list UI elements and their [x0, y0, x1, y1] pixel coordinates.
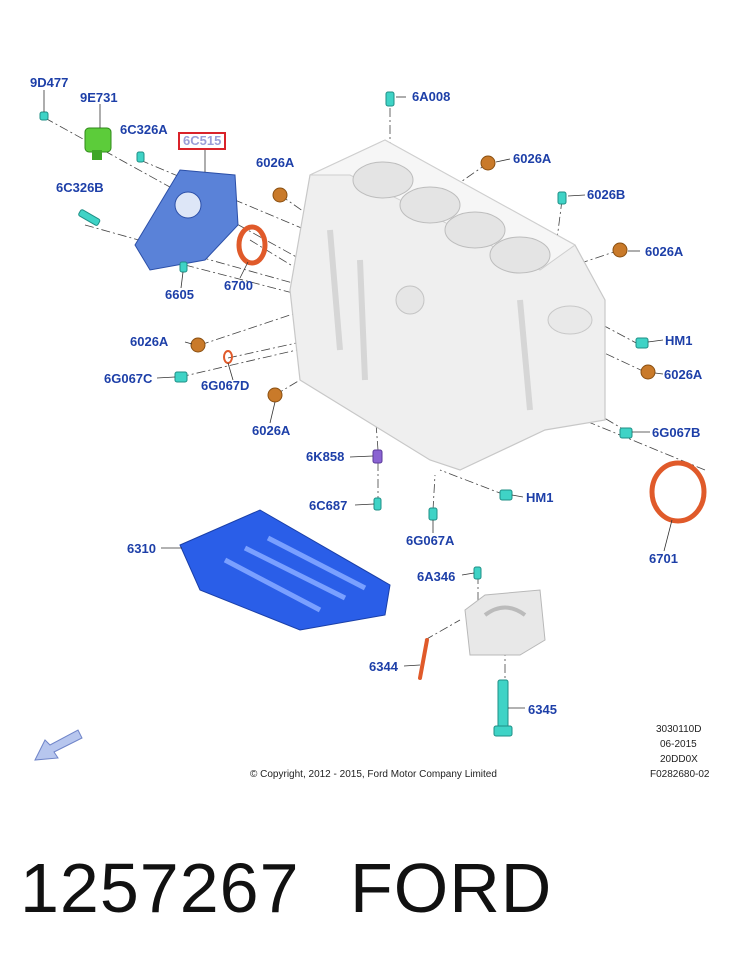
label-6026A-6: 6026A [664, 367, 703, 382]
label-6310: 6310 [127, 541, 156, 556]
part-number-caption: 1257267 [20, 849, 300, 927]
bearing-cap-part [464, 589, 546, 656]
copyright-text: © Copyright, 2012 - 2015, Ford Motor Com… [250, 769, 497, 780]
orientation-arrow-icon [34, 729, 83, 761]
fasteners-cyan [39, 91, 649, 737]
label-6026A-2: 6026A [513, 151, 552, 166]
label-6G067B: 6G067B [652, 425, 701, 440]
diagram-code-2: 06-2015 [660, 739, 697, 750]
label-6G067D: 6G067D [201, 378, 250, 393]
bedplate-part [179, 509, 391, 631]
diagram-code-1: 3030110D [656, 724, 702, 735]
label-6701: 6701 [649, 551, 678, 566]
brand-caption: FORD [350, 849, 553, 927]
label-6344: 6344 [369, 659, 398, 674]
engine-block [289, 139, 606, 471]
label-6A346: 6A346 [417, 569, 456, 584]
label-6026B: 6026B [587, 187, 626, 202]
label-6026A-1: 6026A [256, 155, 295, 170]
label-6C515-highlighted: 6C515 [178, 132, 227, 150]
label-6026A-3: 6026A [645, 244, 684, 259]
leader-lines [43, 90, 673, 709]
pin-6344 [418, 638, 429, 680]
label-6C687: 6C687 [309, 498, 348, 513]
diagram-code-3: 20DD0X [660, 754, 698, 765]
diagram-code-4: F0282680-02 [650, 769, 710, 780]
label-6K858: 6K858 [306, 449, 345, 464]
label-6G067A: 6G067A [406, 533, 455, 548]
fitting-6K858 [372, 449, 383, 464]
exploded-parts-diagram [34, 90, 707, 761]
rear-seal-6701 [649, 460, 707, 524]
front-seal-6700 [236, 224, 268, 266]
label-6345: 6345 [528, 702, 557, 717]
plugs-6026A [190, 155, 656, 403]
label-6G067C: 6G067C [104, 371, 153, 386]
label-6605: 6605 [165, 287, 194, 302]
sensor-part-green [84, 127, 112, 160]
rear-cover-part [134, 169, 239, 271]
label-HM1-1: HM1 [665, 333, 693, 348]
label-HM1-2: HM1 [526, 490, 554, 505]
label-6026A-5: 6026A [252, 423, 291, 438]
label-6700: 6700 [224, 278, 253, 293]
label-6C326B: 6C326B [56, 180, 104, 195]
label-9D477: 9D477 [30, 75, 69, 90]
label-9E731: 9E731 [80, 90, 118, 105]
label-6C326A: 6C326A [120, 122, 168, 137]
label-6026A-4: 6026A [130, 334, 169, 349]
label-6A008: 6A008 [412, 89, 451, 104]
